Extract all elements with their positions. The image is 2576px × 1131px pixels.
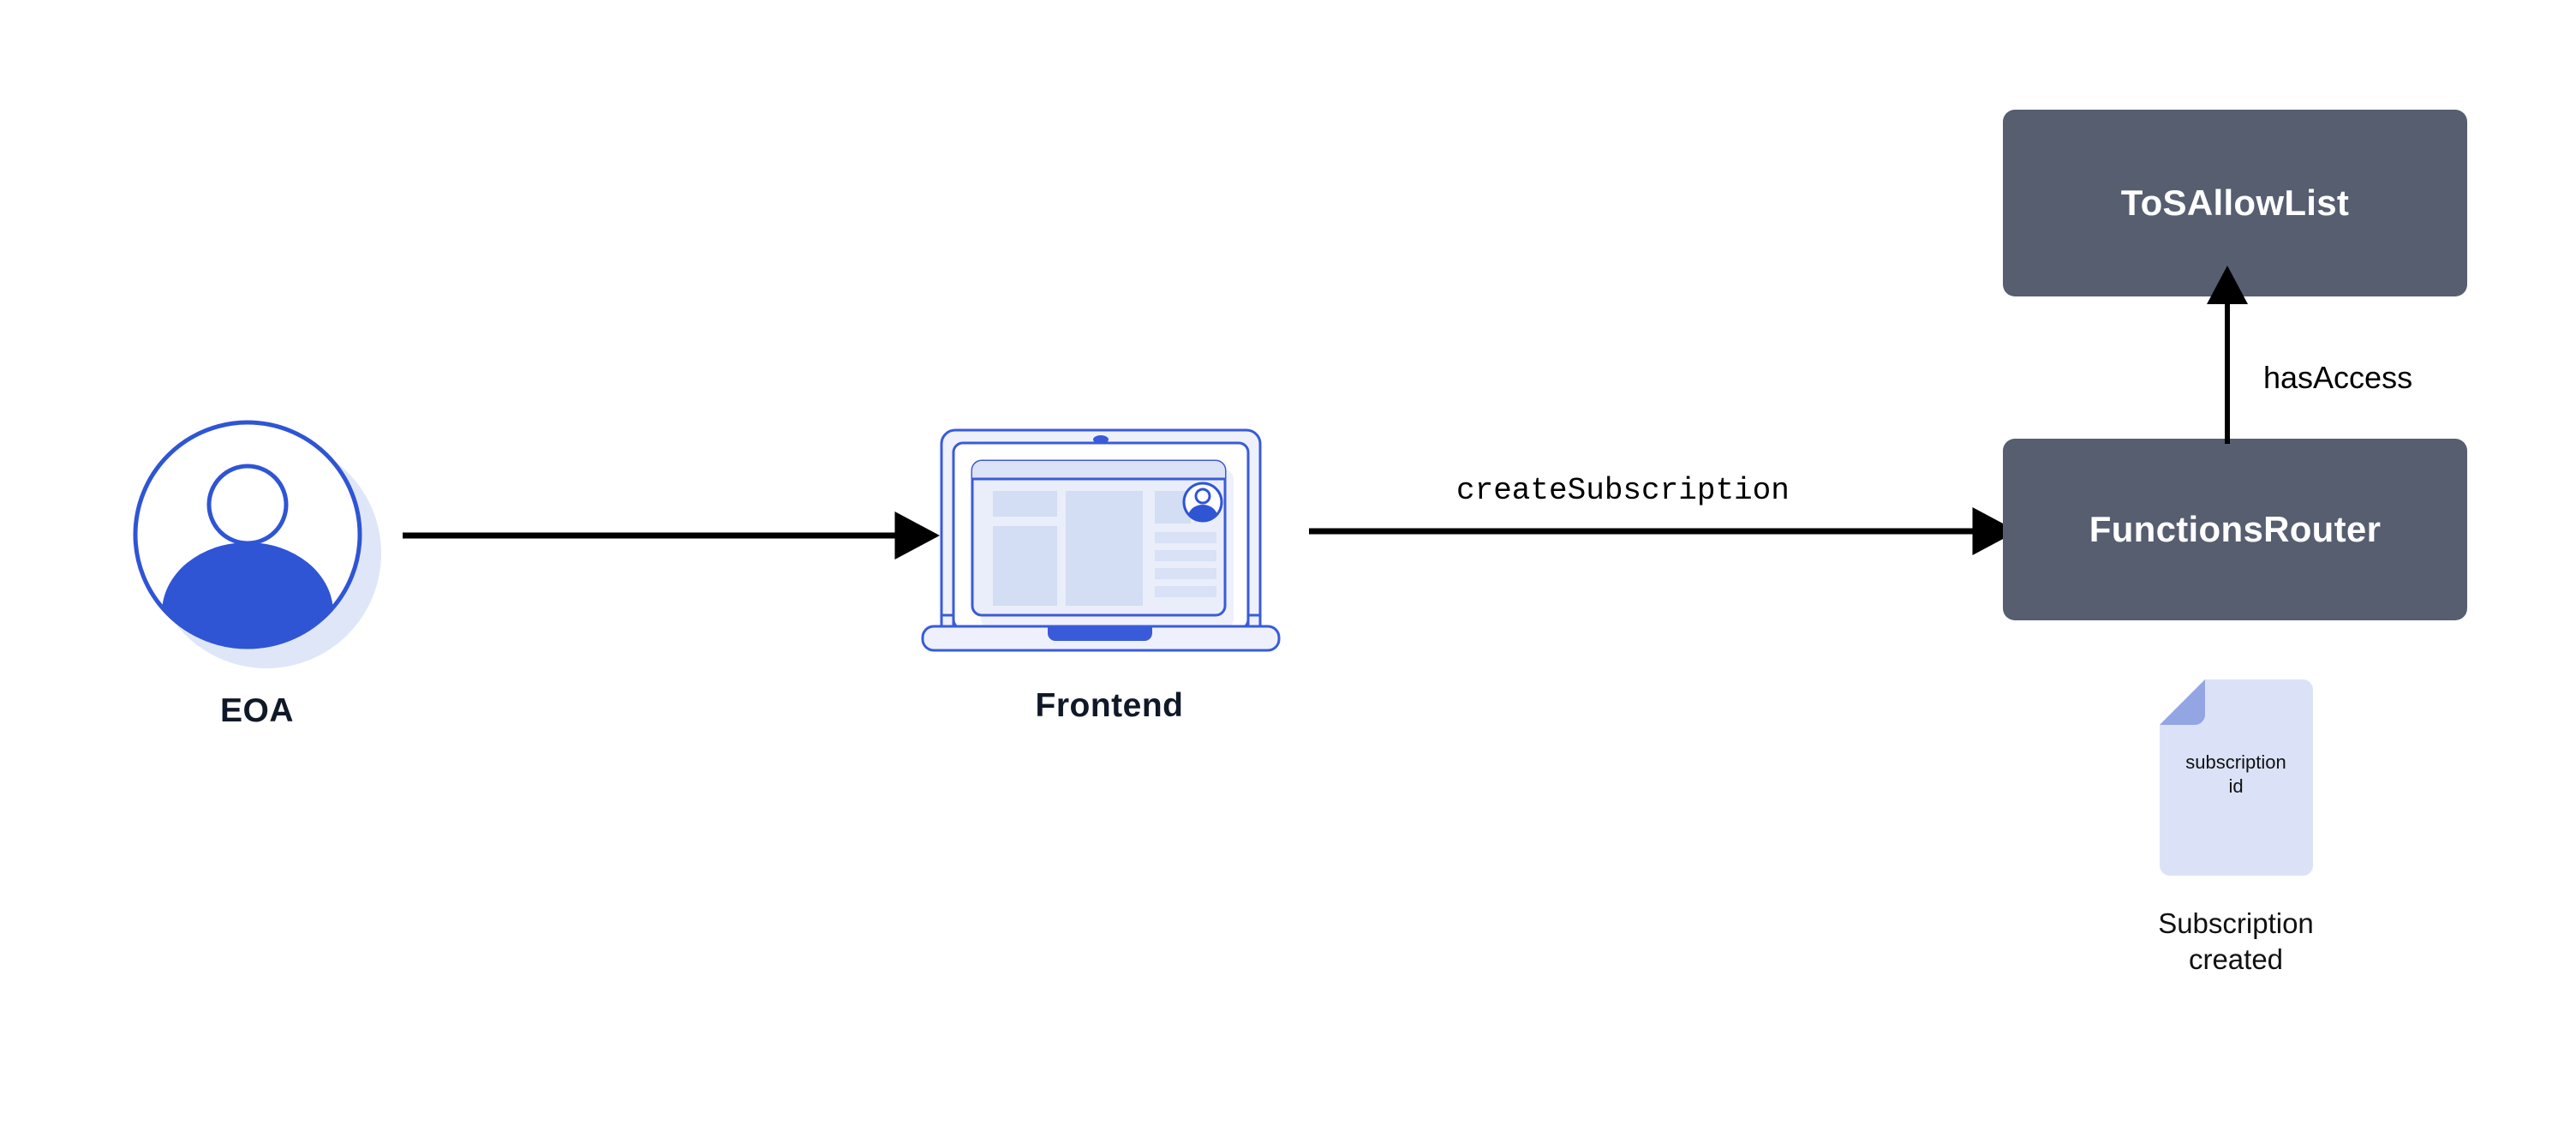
frontend-label: Frontend	[1035, 687, 1184, 724]
arrow-eoa-to-frontend	[403, 512, 940, 560]
arrow-router-to-tos-allowlist	[2207, 266, 2248, 444]
tos-allowlist-label: ToSAllowList	[2120, 183, 2350, 223]
contract-box-functions-router[interactable]: FunctionsRouter	[2003, 439, 2467, 620]
functions-router-label: FunctionsRouter	[2089, 509, 2382, 549]
node-subscription-artifact[interactable]: subscription id Subscription created	[2142, 677, 2330, 978]
screen-avatar-icon	[1182, 482, 1223, 523]
subscription-created-caption: Subscription created	[2158, 907, 2314, 976]
document-inner-text: subscription id	[2157, 751, 2316, 798]
document-icon	[2159, 679, 2313, 876]
eoa-label: EOA	[219, 692, 294, 729]
node-frontend[interactable]: Frontend	[908, 420, 1311, 725]
node-eoa[interactable]: EOA	[120, 420, 394, 730]
edge-label-create-subscription: createSubscription	[1456, 473, 1790, 508]
contract-box-tos-allowlist[interactable]: ToSAllowList	[2003, 110, 2467, 296]
user-avatar-icon	[133, 420, 362, 649]
subscription-doc-group: subscription id	[2157, 677, 2316, 878]
laptop-icon	[921, 428, 1281, 652]
document-text-line-1: subscription	[2185, 751, 2286, 773]
frontend-laptop-group	[921, 420, 1298, 668]
document-text-line-2: id	[2228, 775, 2244, 797]
edge-label-has-access: hasAccess	[2263, 360, 2413, 395]
arrow-frontend-to-router	[1309, 507, 2017, 555]
eoa-avatar-group	[133, 420, 381, 668]
